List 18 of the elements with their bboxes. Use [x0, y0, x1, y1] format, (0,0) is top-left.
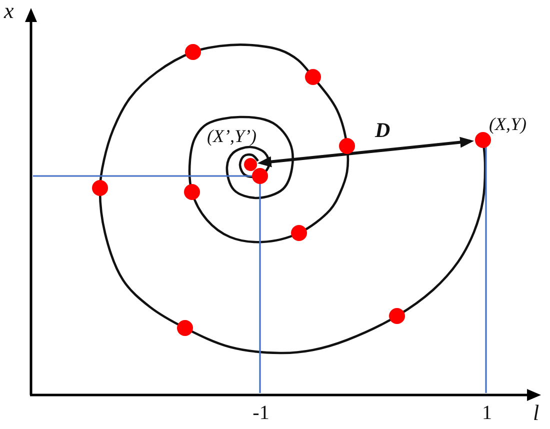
axis-label: l	[533, 402, 540, 424]
data-point	[291, 225, 307, 241]
point-label: (X’,Y’)	[207, 127, 256, 145]
data-point	[177, 320, 193, 336]
data-point	[389, 308, 405, 324]
data-point	[184, 184, 200, 200]
tick-label: 1	[482, 403, 492, 423]
data-point	[244, 158, 256, 170]
double-arrow	[257, 136, 474, 168]
axis-label: x	[4, 0, 14, 22]
point-label: (X,Y)	[489, 115, 526, 133]
data-point	[185, 44, 201, 60]
data-point	[252, 168, 268, 184]
data-point	[305, 69, 321, 85]
data-point	[92, 180, 108, 196]
data-point	[339, 138, 355, 154]
tick-label: -1	[252, 403, 270, 423]
data-point	[475, 132, 491, 148]
